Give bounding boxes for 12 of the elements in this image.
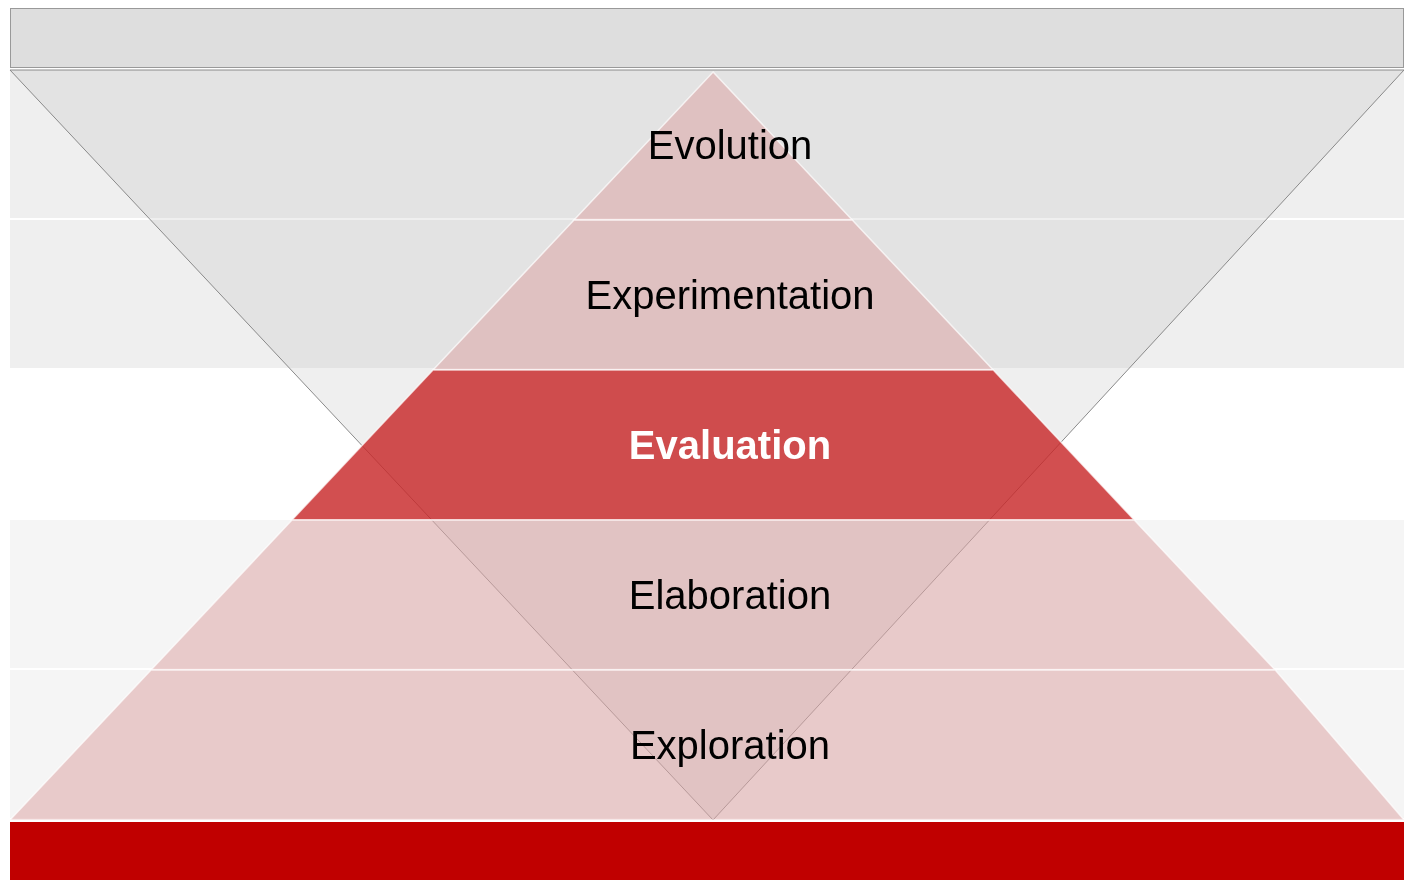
footer-bar bbox=[10, 822, 1404, 880]
header-bar bbox=[10, 8, 1404, 68]
pyramid-layer bbox=[291, 370, 1135, 520]
layer-label: Evolution bbox=[647, 125, 813, 165]
pyramid-layer bbox=[573, 70, 853, 220]
layer-label: Experimentation bbox=[585, 275, 875, 315]
layer-label: Elaboration bbox=[628, 575, 832, 615]
layer-label: Exploration bbox=[629, 725, 831, 765]
layer-label: Evaluation bbox=[628, 425, 832, 465]
pyramid-layer bbox=[9, 670, 1404, 820]
pyramid-layer bbox=[150, 520, 1276, 670]
pyramid-layer bbox=[432, 220, 994, 370]
